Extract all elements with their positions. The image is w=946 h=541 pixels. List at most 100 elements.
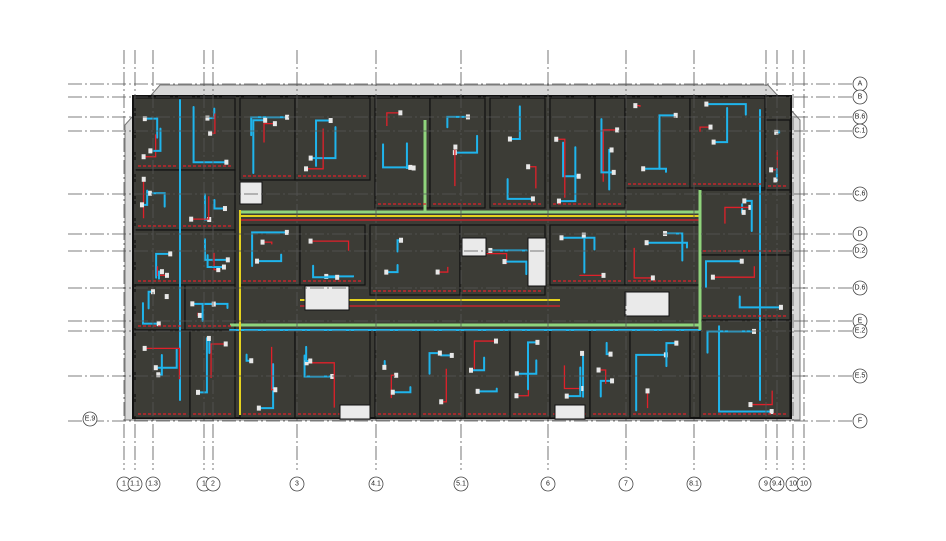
diffuser: [449, 352, 454, 358]
branch-duct: [635, 353, 667, 412]
diffuser: [156, 372, 161, 378]
diffuser: [608, 351, 613, 357]
grid-label-h: E.5: [855, 373, 866, 380]
grid-bubble-v: 7: [618, 476, 634, 492]
branch-duct: [312, 264, 339, 279]
branch-duct: [600, 118, 615, 174]
grid-bubble-v: 6: [540, 476, 556, 492]
diffuser: [384, 269, 389, 275]
branch-duct: [210, 343, 226, 379]
grid-bubble-h: E.2: [852, 323, 868, 339]
branch-duct: [705, 260, 743, 288]
branch-duct: [155, 252, 172, 279]
branch-duct: [196, 337, 208, 394]
room: [239, 224, 301, 286]
diffuser: [225, 257, 230, 263]
branch-duct: [251, 231, 288, 267]
branch-duct: [309, 126, 337, 160]
room: [589, 329, 631, 419]
grid-label-h: D.2: [855, 248, 866, 255]
branch-duct: [257, 363, 275, 410]
branch-duct: [515, 359, 538, 375]
diffuser: [615, 127, 620, 133]
diffuser: [556, 198, 561, 204]
diffuser: [206, 335, 211, 341]
diffuser: [168, 251, 173, 257]
diffuser: [609, 147, 614, 153]
branch-duct: [556, 138, 566, 198]
diffuser: [399, 237, 404, 243]
diffuser: [142, 345, 147, 351]
grid-bubble-v: 1.1: [127, 476, 143, 492]
grid-bubble-h: F: [852, 413, 868, 429]
diffuser: [581, 232, 586, 238]
branch-duct: [310, 240, 350, 251]
grid-label-left: E.9: [85, 416, 96, 423]
branch-duct: [645, 241, 688, 249]
diffuser: [475, 388, 480, 394]
branch-duct: [141, 302, 160, 325]
diffuser: [308, 155, 313, 161]
branch-duct: [724, 206, 751, 224]
branch-duct: [557, 146, 577, 203]
branch-duct: [527, 341, 539, 391]
diffuser: [408, 164, 413, 170]
branch-duct: [303, 354, 334, 378]
diffuser: [774, 129, 779, 135]
grid-label-v: 1: [122, 481, 126, 488]
room: [629, 329, 691, 419]
grid-bubble-v: 4.1: [368, 476, 384, 492]
diffuser: [514, 371, 519, 377]
diffuser: [633, 103, 638, 109]
branch-duct: [385, 263, 399, 274]
grid-label-v: 1: [202, 481, 206, 488]
branch-duct: [664, 232, 684, 262]
diffuser: [205, 115, 210, 121]
open-spaces: [239, 181, 670, 420]
room: [369, 224, 461, 296]
branch-duct: [203, 238, 229, 261]
diffuser: [641, 166, 646, 172]
grid-label-h: B: [858, 94, 863, 101]
grid-label-v: 7: [624, 481, 628, 488]
diffuser: [164, 294, 169, 300]
branch-duct: [428, 352, 441, 375]
diffuser: [596, 367, 601, 373]
grid-bubble-h: E.5: [852, 368, 868, 384]
branch-duct: [391, 386, 412, 394]
diffuser: [159, 269, 164, 275]
room: [624, 97, 691, 189]
room: [419, 329, 466, 419]
grid-label-v: 4.1: [371, 481, 381, 488]
diffuser: [769, 409, 774, 415]
grid-bubble-h: D: [852, 226, 868, 242]
diffuser: [394, 372, 399, 378]
diffuser: [645, 388, 650, 394]
room: [624, 224, 701, 286]
grid-label-v: 9: [764, 481, 768, 488]
branch-duct: [252, 119, 267, 174]
room: [464, 329, 511, 419]
diffuser: [148, 148, 153, 154]
grid-bubble-h: B: [852, 89, 868, 105]
branch-duct: [256, 253, 283, 263]
diffuser: [256, 405, 261, 411]
diffuser: [284, 229, 289, 235]
diffuser: [411, 165, 416, 171]
grid-bubble-v: 10: [796, 476, 812, 492]
branch-duct: [156, 266, 167, 276]
grid-bubble-h: C.1: [852, 123, 868, 139]
diffuser: [564, 393, 569, 399]
grid-bubble-v: 1.3: [145, 476, 161, 492]
diffuser: [260, 239, 265, 245]
diffuser: [150, 289, 155, 295]
diffuser: [576, 173, 581, 179]
branch-duct: [582, 234, 586, 274]
branch-duct: [503, 260, 528, 276]
room: [699, 254, 791, 321]
diffuser: [211, 301, 216, 307]
branch-duct: [562, 141, 580, 178]
branch-duct: [144, 347, 181, 380]
branch-duct: [665, 342, 678, 368]
